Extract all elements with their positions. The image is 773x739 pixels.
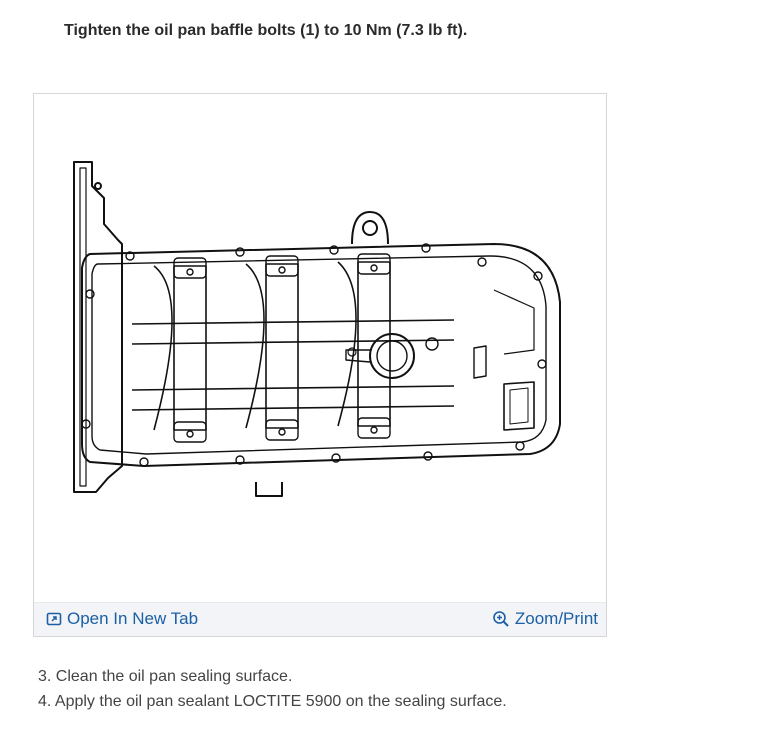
open-in-new-tab-link[interactable]: Open In New Tab (46, 609, 198, 629)
zoom-print-link[interactable]: Zoom/Print (492, 609, 598, 629)
list-item: 3. Clean the oil pan sealing surface. (38, 668, 293, 685)
oil-pan-diagram (73, 161, 561, 497)
figure-toolbar: Open In New Tab Zoom/Print (34, 602, 606, 636)
steps-list: 3. Clean the oil pan sealing surface. 4.… (38, 664, 507, 714)
zoom-in-icon (493, 611, 509, 627)
open-new-tab-icon (46, 612, 62, 626)
list-item: 4. Apply the oil pan sealant LOCTITE 590… (38, 693, 507, 710)
zoom-print-label: Zoom/Print (514, 609, 598, 628)
diagram-figure: Open In New Tab Zoom/Print (33, 93, 607, 637)
open-in-new-tab-label: Open In New Tab (67, 609, 199, 628)
instruction-text: Tighten the oil pan baffle bolts (1) to … (64, 22, 468, 39)
